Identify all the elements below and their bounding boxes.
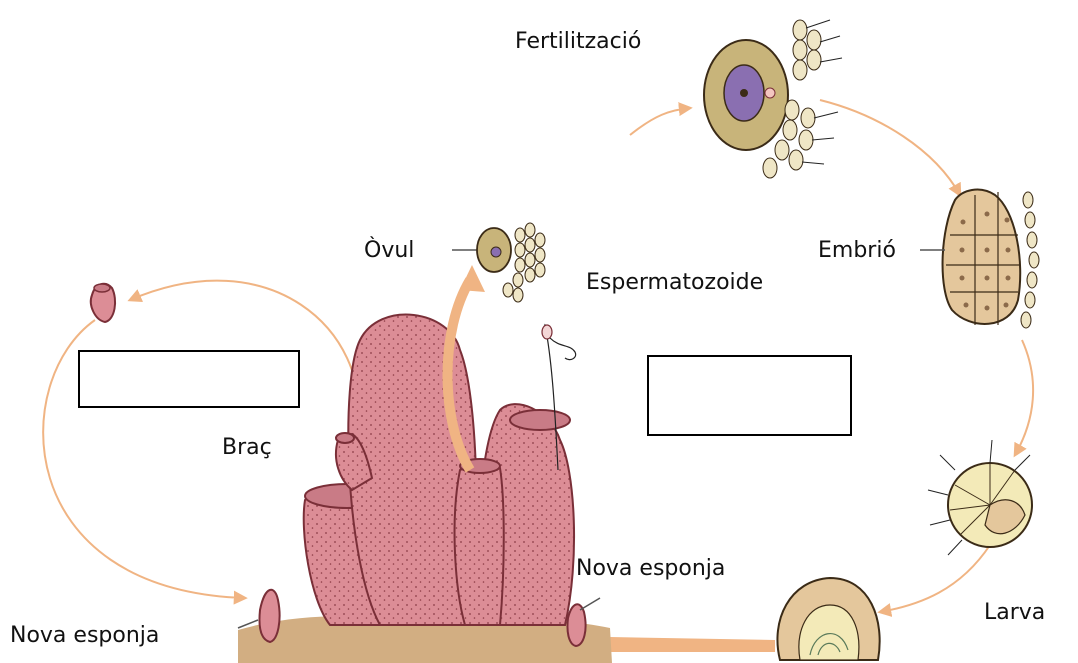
released-bud <box>91 284 115 322</box>
settled-larva-figure <box>777 578 879 660</box>
label-new-sponge-left: Nova esponja <box>10 625 159 647</box>
label-ovule: Òvul <box>364 240 414 262</box>
arrow-fertilization-to-embryo <box>820 100 960 195</box>
label-sperm: Espermatozoide <box>586 272 763 294</box>
label-embryo: Embrió <box>818 240 896 262</box>
label-new-sponge-right: Nova esponja <box>576 558 725 580</box>
arrow-release-ovule-head <box>460 265 485 292</box>
label-larva: Larva <box>984 602 1045 624</box>
embryo-figure <box>920 190 1039 328</box>
fertilization-figure <box>704 20 842 178</box>
arrow-to-fertilization <box>630 108 690 135</box>
label-fertilization: Fertilització <box>515 31 641 53</box>
blank-box-sexual[interactable] <box>647 355 852 436</box>
sperm-figure <box>542 325 576 360</box>
label-bud: Braç <box>222 437 272 459</box>
larva-figure <box>928 440 1032 555</box>
blank-box-asexual[interactable] <box>78 350 300 408</box>
parent-sponge <box>304 315 574 625</box>
arrow-larva-to-settled <box>880 545 990 612</box>
arrow-settled-to-new-sponge <box>588 628 775 660</box>
arrow-embryo-to-larva <box>1015 340 1033 455</box>
